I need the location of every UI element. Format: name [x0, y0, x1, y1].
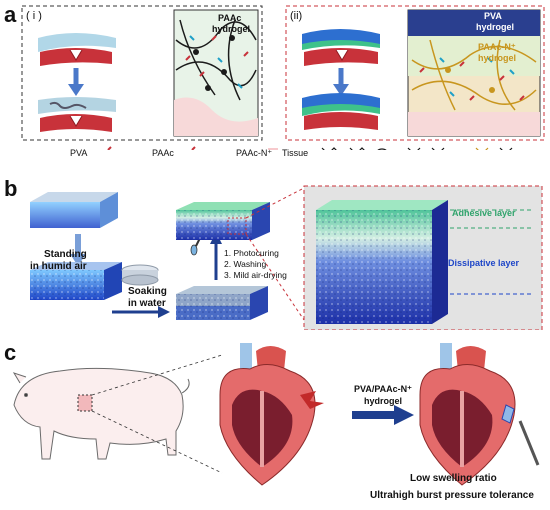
zoom-lines-c [91, 354, 223, 474]
panel-b-graphic [30, 185, 543, 330]
burst-pressure-label: Ultrahigh burst pressure tolerance [370, 490, 534, 501]
box-ii-title-pva-1: PVA [484, 11, 502, 21]
tray-solution [30, 192, 118, 228]
tissue-ii-bottom [302, 93, 380, 130]
pig-illustration [12, 367, 190, 460]
box-ii-title-paacn-2: hydrogel [478, 53, 517, 63]
legend-tissue-swatch [268, 148, 278, 150]
heart-locator [77, 394, 93, 412]
dissipative-layer-label: Dissipative layer [448, 258, 520, 268]
adhesive-layer-label: Adhesive layer [452, 208, 516, 218]
panel-c-graphic [12, 343, 540, 486]
panel-b-label: b [4, 176, 18, 201]
step-1: 1. Photocuring [224, 248, 279, 258]
legend-paac-label: PAAc [152, 148, 174, 158]
step-3: 3. Mild air-drying [224, 270, 287, 280]
slab-humid [30, 262, 122, 300]
legend-tissue-label: Tissue [282, 148, 309, 158]
label-standing-2: in humid air [30, 261, 87, 272]
petri-dish [121, 264, 159, 286]
label-soaking-1: Soaking [128, 286, 167, 297]
frame-ii [285, 5, 545, 141]
box-ii-title-pva-2: hydrogel [476, 22, 515, 32]
heart-sealed [419, 343, 540, 486]
slab-soaked [176, 286, 268, 320]
subpanel-i-label: ( i ) [26, 10, 42, 22]
hydrogel-label-2: hydrogel [364, 396, 403, 406]
panel-c-label: c [4, 340, 17, 365]
box-ii-title-paacn-1: PAAc-N⁺ [478, 42, 516, 52]
label-soaking-2: in water [128, 298, 166, 309]
hydrogel-label-1: PVA/PAAc-N⁺ [354, 384, 412, 394]
zoom-lines [245, 187, 305, 321]
tissue-i-top [38, 33, 116, 66]
panel-a-graphic [21, 5, 545, 150]
zoom-cube [316, 200, 448, 324]
label-standing-1: Standing [44, 249, 87, 260]
tissue-i-bottom [38, 97, 116, 132]
heart-damaged [219, 343, 324, 486]
frame-i [21, 5, 263, 141]
legend-paacn-label: PAAc-N⁺ [236, 148, 273, 158]
legend-pva-label: PVA [70, 148, 88, 158]
low-swelling-label: Low swelling ratio [410, 473, 497, 484]
tissue-ii-top [302, 29, 380, 66]
box-i-title-1: PAAc [218, 13, 242, 23]
subpanel-ii-label: (ii) [290, 10, 303, 22]
panel-a-label: a [4, 2, 17, 27]
step-2: 2. Washing [224, 259, 267, 269]
slab-final [176, 202, 270, 240]
chemical-structures [321, 147, 513, 150]
box-i-title-2: hydrogel [212, 24, 251, 34]
